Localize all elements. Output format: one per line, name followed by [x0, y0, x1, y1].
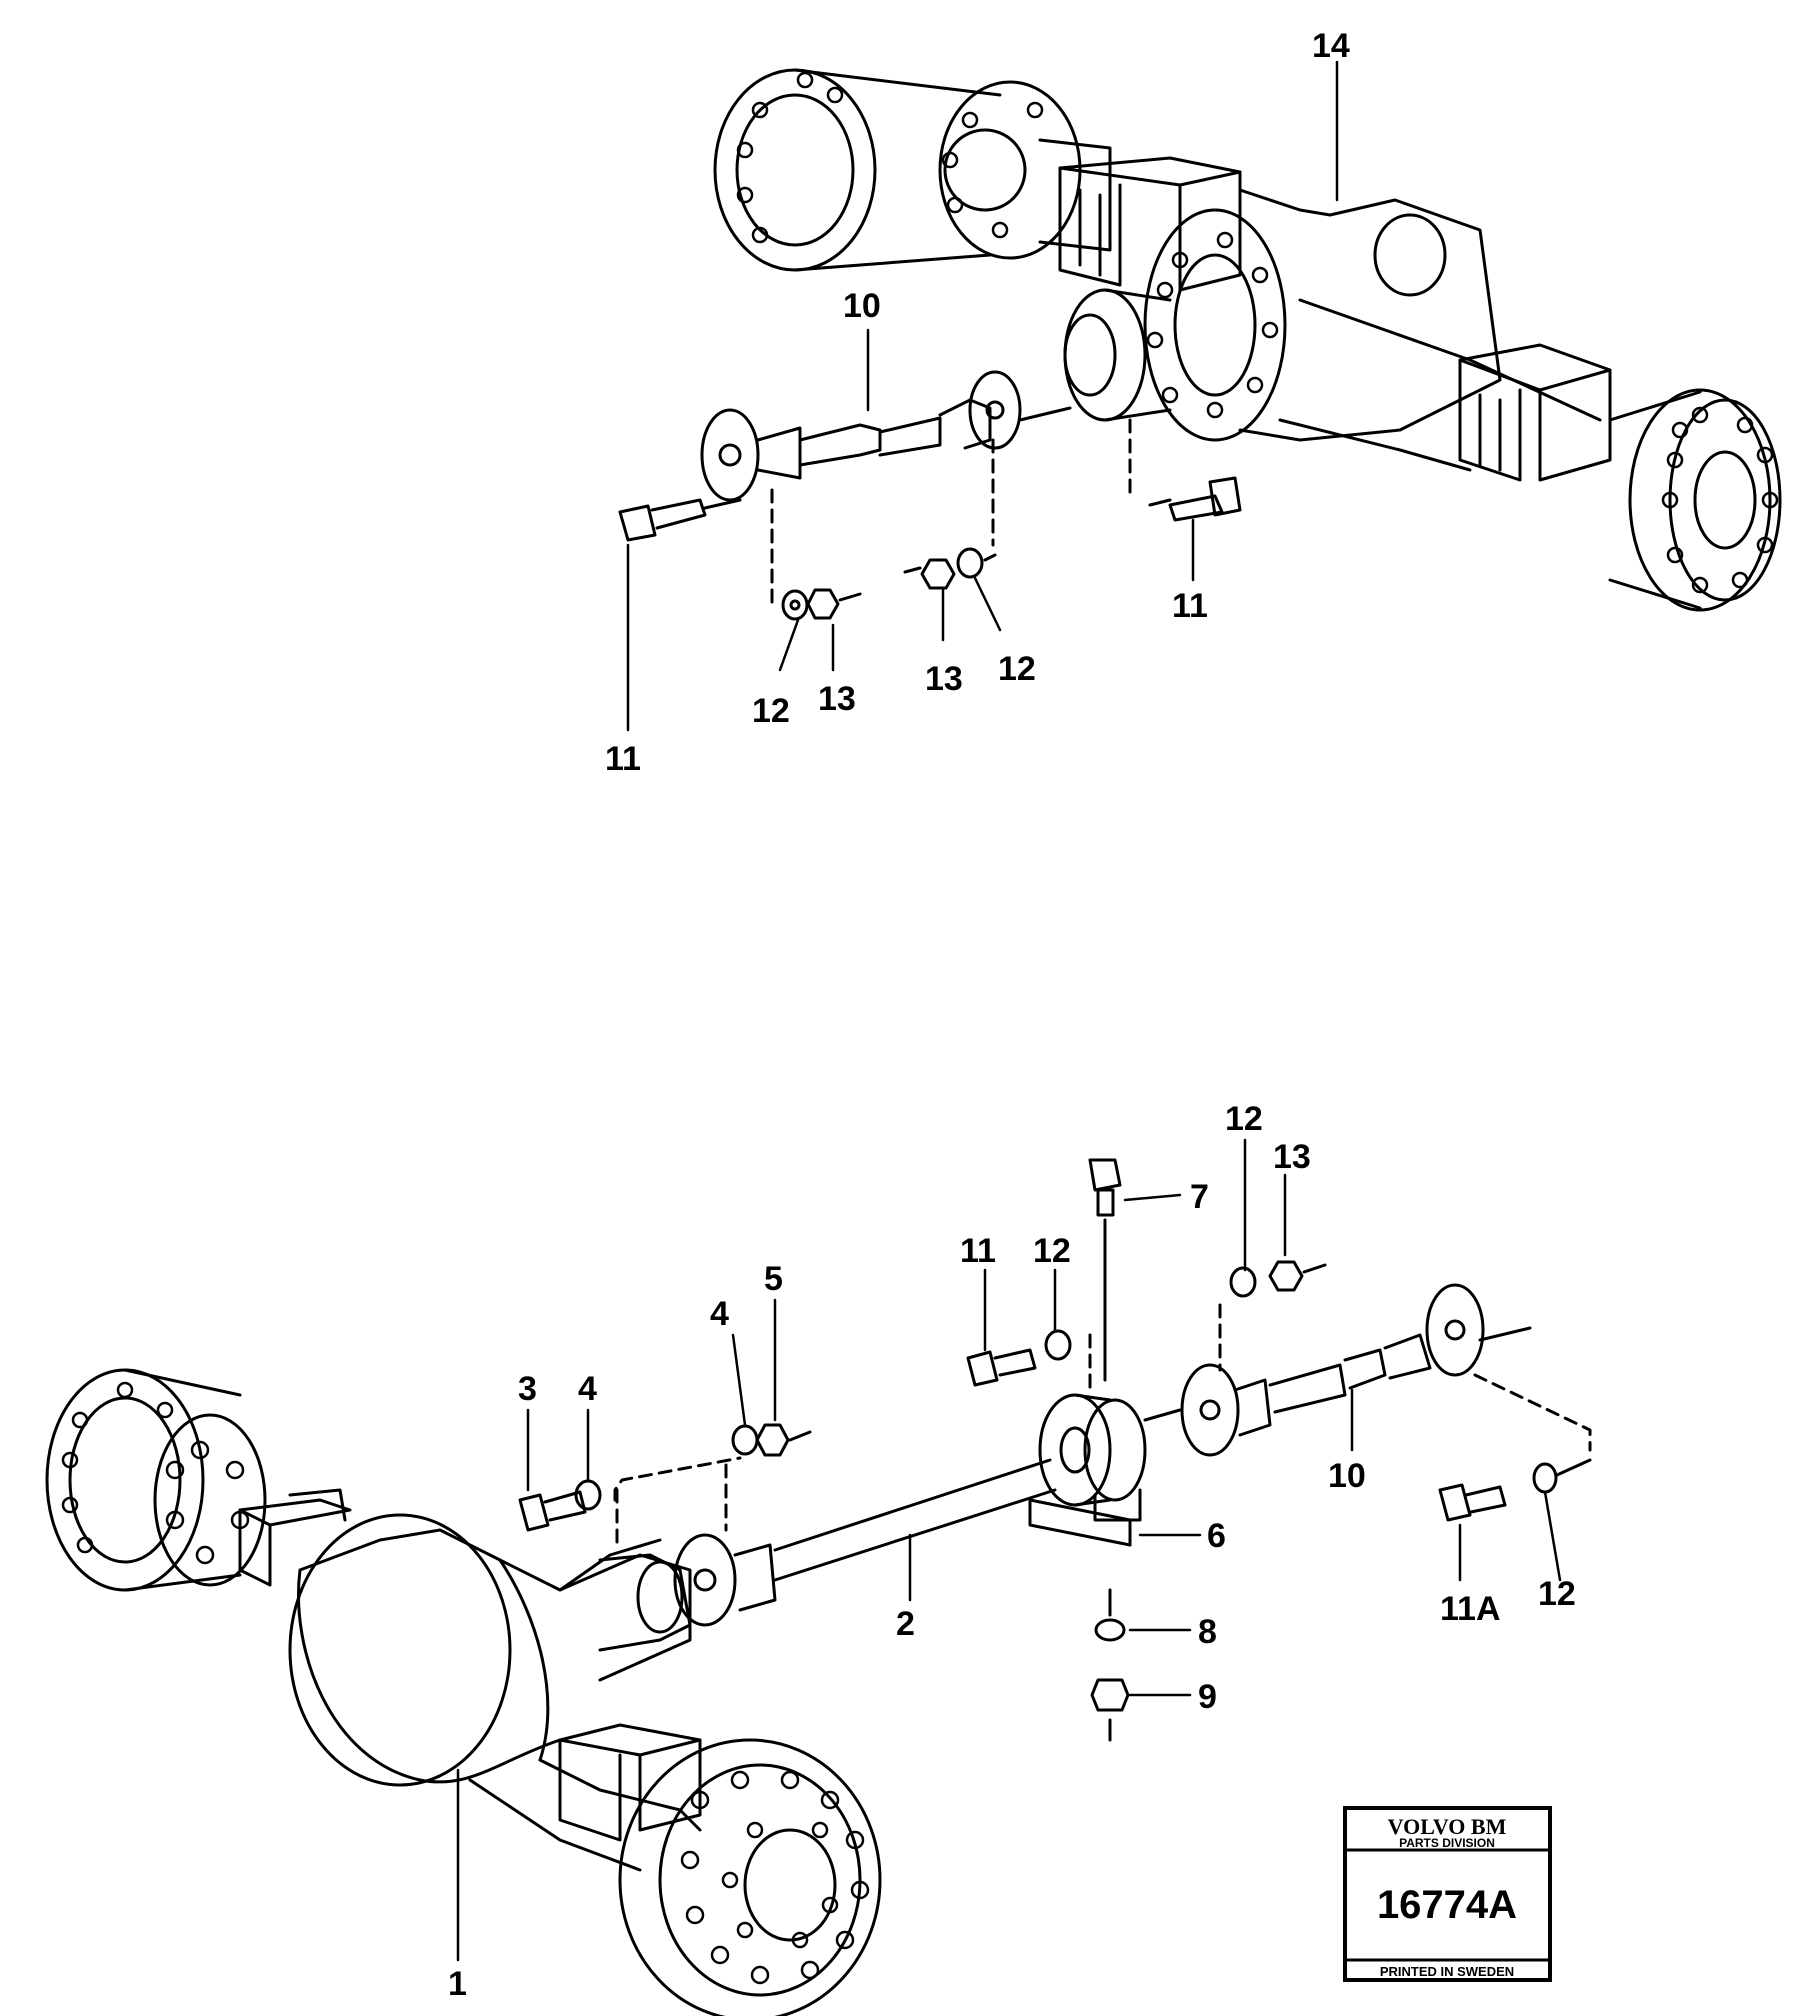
- callout-12-lower-left: 12: [1033, 1232, 1071, 1270]
- callout-11a: 11A: [1440, 1590, 1501, 1628]
- stamp-printed: PRINTED IN SWEDEN: [1380, 1964, 1514, 1979]
- stamp-number: 16774A: [1377, 1883, 1517, 1927]
- upper-leader-lines: [626, 60, 1339, 732]
- upper-callouts: 14 10 11 12 13 13 12 11: [605, 27, 1350, 778]
- upper-fasteners: [618, 476, 1242, 621]
- lower-callouts: 1 2 3 4 4 5 6 7 8 9 10 11 12 12 13 11A 1…: [448, 1100, 1576, 2003]
- callout-10-upper: 10: [843, 287, 881, 325]
- callout-6: 6: [1207, 1517, 1226, 1555]
- callout-12-upper-mid: 12: [998, 650, 1036, 688]
- upper-propeller-shaft: [700, 370, 1132, 612]
- callout-4-left: 4: [578, 1370, 597, 1408]
- lower-rear-axle: [45, 1368, 882, 2016]
- stamp-division: PARTS DIVISION: [1399, 1836, 1495, 1850]
- callout-11-upper-right: 11: [1172, 587, 1208, 625]
- callout-13-upper-mid: 13: [925, 660, 963, 698]
- lower-propeller-shaft: [613, 1283, 1592, 1627]
- callout-13-lower: 13: [1273, 1138, 1311, 1176]
- callout-14: 14: [1312, 27, 1350, 65]
- callout-12-upper-left: 12: [752, 692, 790, 730]
- callout-7: 7: [1190, 1178, 1209, 1216]
- callout-10-lower: 10: [1328, 1457, 1366, 1495]
- callout-1: 1: [448, 1965, 467, 2003]
- upper-rear-axle: [713, 68, 1782, 612]
- callout-13-upper-left: 13: [818, 680, 856, 718]
- callout-3: 3: [518, 1370, 537, 1408]
- callout-8: 8: [1198, 1613, 1217, 1651]
- callout-12-lower-top: 12: [1225, 1100, 1263, 1138]
- callout-12-lower-right: 12: [1538, 1575, 1576, 1613]
- volvo-bm-stamp: VOLVO BM PARTS DIVISION 16774A PRINTED I…: [1343, 1806, 1552, 1982]
- callout-11-lower: 11: [960, 1232, 996, 1270]
- stamp-brand: VOLVO BM: [1388, 1814, 1507, 1839]
- callout-11-upper-left: 11: [605, 740, 641, 778]
- callout-4-mid: 4: [710, 1295, 729, 1333]
- lower-leader-lines: [456, 1138, 1562, 1962]
- callout-9: 9: [1198, 1678, 1217, 1716]
- callout-2: 2: [896, 1605, 915, 1643]
- callout-5: 5: [764, 1260, 783, 1298]
